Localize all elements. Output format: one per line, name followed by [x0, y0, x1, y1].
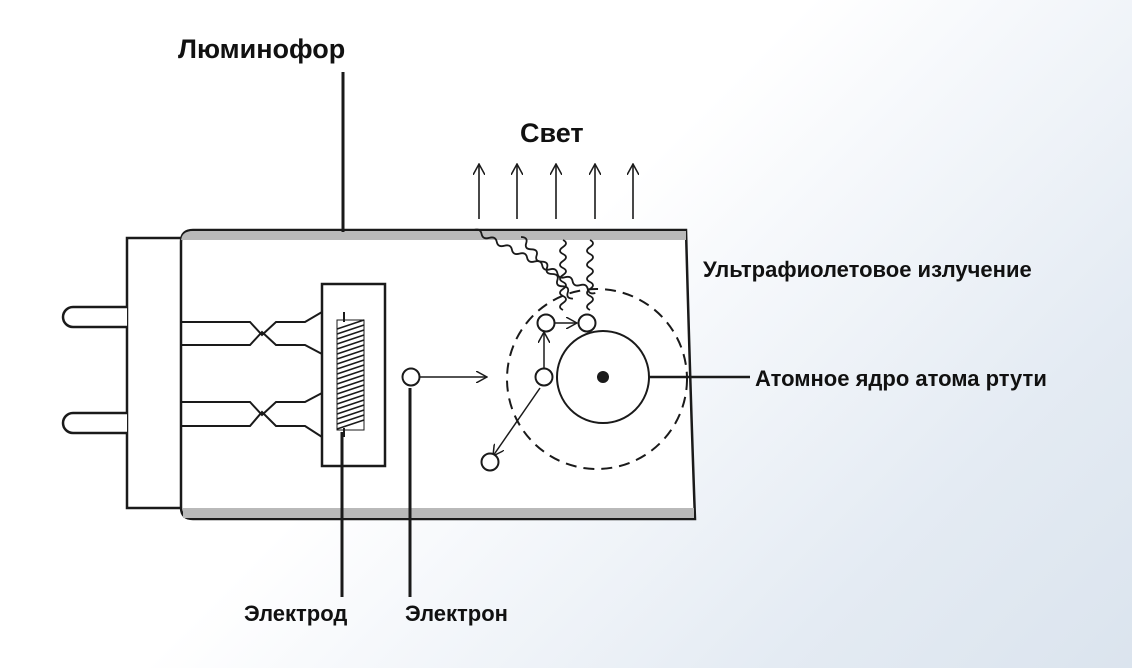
electrode-label: Электрод — [244, 601, 348, 626]
electron-orbit — [506, 288, 688, 470]
relaxed-electron — [577, 313, 597, 333]
lamp-pin-top — [61, 305, 127, 329]
lamp-pin-bottom — [61, 411, 127, 435]
atom-electron — [534, 367, 554, 387]
electron-label: Электрон — [405, 601, 508, 626]
uv-radiation-label: Ультрафиолетовое излучение — [703, 257, 1032, 282]
ejected-electron — [480, 452, 500, 472]
electrode — [320, 282, 387, 468]
nucleus-center-dot — [597, 371, 609, 383]
light-arrows — [479, 164, 633, 219]
nucleus-label: Атомное ядро атома ртути — [755, 366, 1047, 391]
uv-radiation-waves — [473, 228, 596, 311]
mercury-atom — [480, 288, 688, 472]
phosphor-coating — [181, 231, 694, 518]
free-electron — [401, 367, 421, 387]
excited-electron — [536, 313, 556, 333]
light-label: Свет — [520, 118, 584, 148]
lamp-end-cap — [125, 236, 181, 510]
phosphor-label: Люминофор — [178, 34, 346, 64]
